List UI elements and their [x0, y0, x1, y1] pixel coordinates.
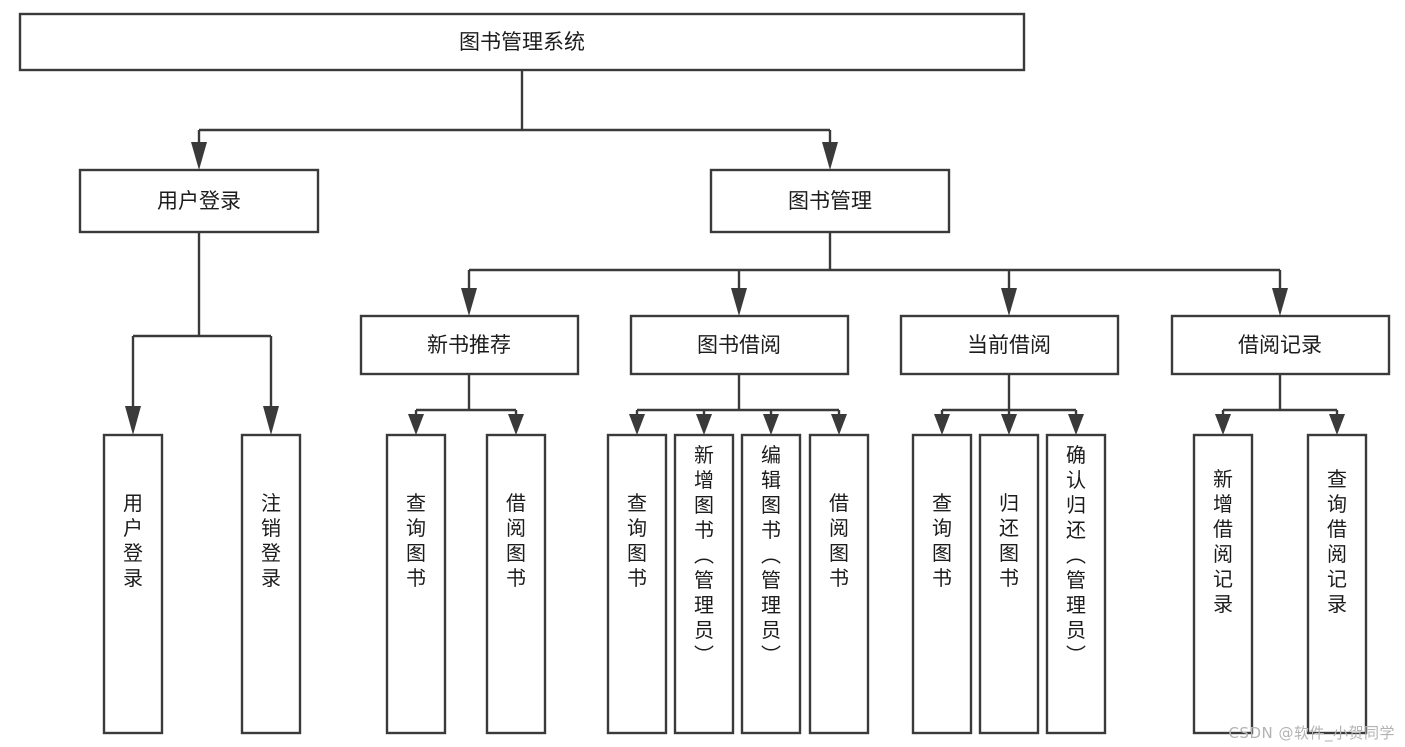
node-current-borrow[interactable]: 当前借阅 — [899, 314, 1120, 376]
leaf-node-edit-book[interactable]: 编辑图书︵管理员︶ — [740, 433, 802, 735]
connector-user-login-to-leaves — [125, 232, 279, 435]
leaf-node-query-record-box[interactable] — [1306, 433, 1368, 735]
node-user-login-label: 用户登录 — [157, 189, 241, 213]
connector-borrow-record-to-leaves — [1215, 374, 1345, 435]
node-book-management-box[interactable] — [709, 168, 951, 234]
node-book-borrow-label: 图书借阅 — [697, 333, 781, 357]
leaf-node-user-login-box[interactable] — [102, 433, 164, 735]
arrow-head-leaf-user-login — [125, 406, 141, 435]
arrow-head-leaf-borrow-book-1 — [508, 414, 524, 435]
arrow-head-leaf-return-book — [1001, 414, 1017, 435]
leaf-node-add-book[interactable]: 新增图书︵管理员︶ — [673, 433, 735, 735]
leaf-node-query-book-2-box[interactable] — [606, 433, 668, 735]
node-new-book-recommend-label: 新书推荐 — [427, 333, 511, 357]
leaf-node-edit-book-box[interactable] — [740, 433, 802, 735]
connector-root-to-level2 — [191, 70, 838, 170]
leaf-node-return-book-label: 归还图书 — [999, 491, 1019, 590]
node-borrow-record-box[interactable] — [1170, 314, 1391, 376]
leaf-node-borrow-book-1[interactable]: 借阅图书 — [485, 433, 547, 735]
arrow-head-user-login — [191, 142, 207, 170]
node-book-borrow[interactable]: 图书借阅 — [629, 314, 850, 376]
arrow-head-leaf-confirm-return — [1068, 414, 1084, 435]
arrow-head-book-management — [822, 142, 838, 170]
arrow-head-book-borrow — [731, 288, 747, 316]
arrow-head-leaf-borrow-book-2 — [831, 414, 847, 435]
arrow-head-leaf-logout — [263, 406, 279, 435]
leaf-node-borrow-book-1-box[interactable] — [485, 433, 547, 735]
leaf-node-query-record[interactable]: 查询借阅记录 — [1306, 433, 1368, 735]
leaf-node-query-book-2-label: 查询图书 — [627, 491, 647, 590]
arrow-head-leaf-query-book-3 — [934, 414, 950, 435]
leaf-node-confirm-return-label: 确认归还︵管理员︶ — [1066, 443, 1086, 667]
leaf-node-edit-book-label: 编辑图书︵管理员︶ — [761, 443, 781, 667]
node-user-login-box[interactable] — [78, 168, 320, 234]
node-current-borrow-box[interactable] — [899, 314, 1120, 376]
node-root-label: 图书管理系统 — [459, 30, 585, 54]
csdn-watermark: CSDN @软件_小贺同学 — [1228, 724, 1395, 742]
leaf-node-borrow-book-1-label: 借阅图书 — [506, 491, 526, 590]
node-new-book-recommend[interactable]: 新书推荐 — [359, 314, 580, 376]
leaf-node-add-book-box[interactable] — [673, 433, 735, 735]
arrow-head-current-borrow — [1001, 288, 1017, 316]
node-current-borrow-label: 当前借阅 — [967, 333, 1051, 357]
node-borrow-record-label: 借阅记录 — [1238, 333, 1322, 357]
leaf-node-query-book-2[interactable]: 查询图书 — [606, 433, 668, 735]
leaf-node-query-book-3-box[interactable] — [911, 433, 973, 735]
leaf-node-borrow-book-2-label: 借阅图书 — [829, 491, 849, 590]
connector-current-borrow-to-leaves — [934, 374, 1084, 435]
leaf-node-add-record[interactable]: 新增借阅记录 — [1192, 433, 1254, 735]
arrow-head-leaf-add-record — [1215, 414, 1231, 435]
leaf-node-add-record-label: 新增借阅记录 — [1213, 467, 1233, 616]
leaf-node-query-record-label: 查询借阅记录 — [1327, 467, 1347, 616]
leaf-node-borrow-book-2-box[interactable] — [808, 433, 870, 735]
arrow-head-leaf-edit-book — [763, 414, 779, 435]
leaf-node-query-book-1[interactable]: 查询图书 — [385, 433, 447, 735]
connector-new-book-to-leaves — [408, 374, 524, 435]
arrow-head-leaf-add-book — [696, 414, 712, 435]
leaf-node-add-record-box[interactable] — [1192, 433, 1254, 735]
node-book-management-label: 图书管理 — [788, 189, 872, 213]
connector-book-management-to-level3 — [461, 232, 1288, 316]
arrow-head-leaf-query-book-1 — [408, 414, 424, 435]
node-user-login[interactable]: 用户登录 — [78, 168, 320, 234]
leaf-node-return-book-box[interactable] — [978, 433, 1040, 735]
leaf-node-logout-login-label: 注销登录 — [261, 491, 281, 590]
arrow-head-borrow-record — [1272, 288, 1288, 316]
leaf-node-logout-login[interactable]: 注销登录 — [240, 433, 302, 735]
leaf-node-user-login-label: 用户登录 — [123, 491, 143, 590]
node-root-system[interactable]: 图书管理系统 — [18, 12, 1026, 72]
node-root-box[interactable] — [18, 12, 1026, 72]
leaf-node-confirm-return[interactable]: 确认归还︵管理员︶ — [1045, 433, 1107, 735]
node-borrow-record[interactable]: 借阅记录 — [1170, 314, 1391, 376]
node-book-management[interactable]: 图书管理 — [709, 168, 951, 234]
arrow-head-new-book — [461, 288, 477, 316]
leaf-node-return-book[interactable]: 归还图书 — [978, 433, 1040, 735]
connector-book-borrow-to-leaves — [629, 374, 847, 435]
leaf-node-query-book-1-box[interactable] — [385, 433, 447, 735]
arrow-head-leaf-query-book-2 — [629, 414, 645, 435]
node-new-book-recommend-box[interactable] — [359, 314, 580, 376]
leaf-node-add-book-label: 新增图书︵管理员︶ — [694, 443, 714, 667]
leaf-node-borrow-book-2[interactable]: 借阅图书 — [808, 433, 870, 735]
arrow-head-leaf-query-record — [1329, 414, 1345, 435]
leaf-node-user-login[interactable]: 用户登录 — [102, 433, 164, 735]
leaf-node-confirm-return-box[interactable] — [1045, 433, 1107, 735]
leaf-node-logout-login-box[interactable] — [240, 433, 302, 735]
leaf-node-query-book-3[interactable]: 查询图书 — [911, 433, 973, 735]
node-book-borrow-box[interactable] — [629, 314, 850, 376]
leaf-node-query-book-1-label: 查询图书 — [406, 491, 426, 590]
leaf-node-query-book-3-label: 查询图书 — [932, 491, 952, 590]
